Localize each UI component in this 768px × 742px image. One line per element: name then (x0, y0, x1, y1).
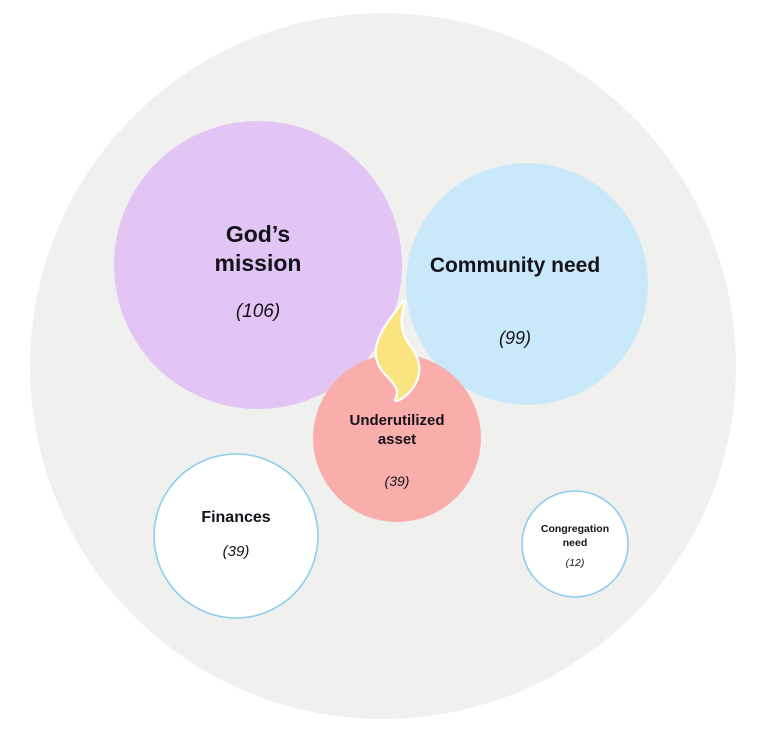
flame-icon-inner (376, 302, 419, 400)
set-congregation-need-label-line2: need (563, 537, 588, 549)
set-underutilized-asset-circle[interactable] (313, 354, 481, 522)
set-finances-circle[interactable] (153, 453, 319, 619)
set-underutilized-asset-label: Underutilized (349, 412, 444, 429)
set-community-need-count: (99) (499, 328, 531, 348)
set-gods-mission[interactable]: God’s mission (106) (114, 121, 402, 409)
set-gods-mission-count: (106) (236, 301, 280, 322)
set-underutilized-asset-label-line2: asset (378, 431, 416, 448)
set-finances[interactable]: Finances (39) (153, 453, 319, 619)
set-community-need[interactable]: Community need (99) (406, 163, 648, 405)
flame-icon (374, 299, 421, 403)
set-community-need-label: Community need (430, 254, 600, 277)
set-community-need-circle[interactable] (406, 163, 648, 405)
set-finances-count: (39) (223, 543, 250, 560)
set-underutilized-asset-count: (39) (385, 473, 410, 489)
set-underutilized-asset[interactable]: Underutilized asset (39) (313, 354, 481, 522)
set-congregation-need[interactable]: Congregation need (12) (521, 490, 629, 598)
set-gods-mission-label: God’s (226, 221, 290, 247)
set-gods-mission-label-line2: mission (215, 250, 302, 276)
set-congregation-need-circle[interactable] (521, 490, 629, 598)
set-finances-label: Finances (201, 509, 270, 526)
set-gods-mission-circle[interactable] (114, 121, 402, 409)
set-congregation-need-label: Congregation (541, 523, 609, 535)
set-congregation-need-count: (12) (566, 557, 585, 569)
